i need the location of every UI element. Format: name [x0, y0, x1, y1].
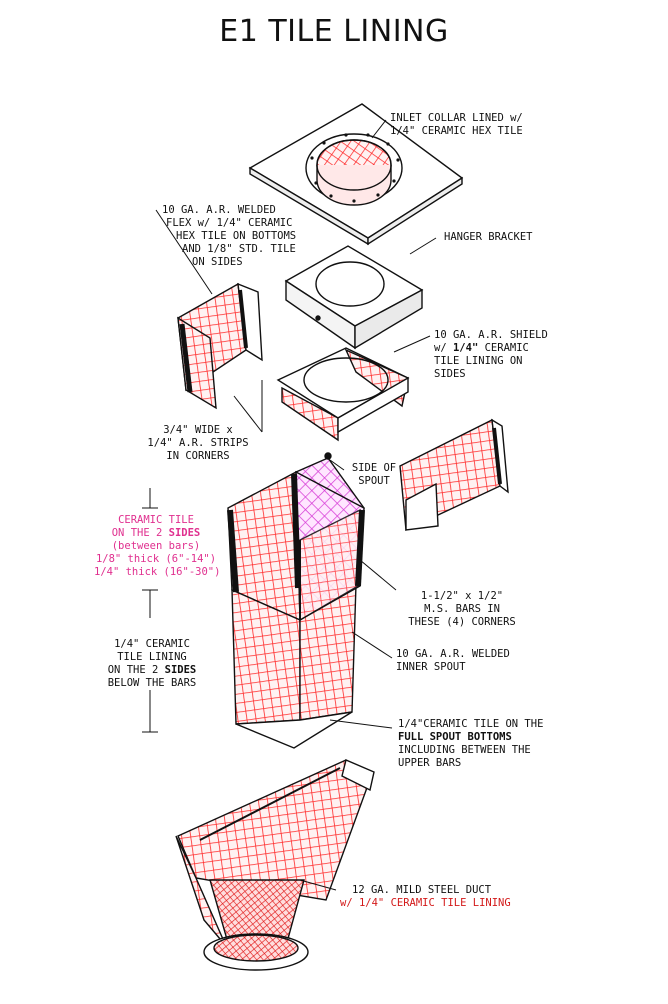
leader-duct [299, 879, 337, 891]
label-tile-lining-sides: 1/4" CERAMIC TILE LINING ON THE 2 SIDES … [107, 638, 197, 689]
label-spout-bottoms: 1/4"CERAMIC TILE ON THE FULL SPOUT BOTTO… [398, 718, 544, 769]
leader-welded-flex [155, 209, 213, 295]
drawing-title: E1 TILE LINING [219, 14, 449, 49]
label-ceramic-tile-sides: CERAMIC TILE ON THE 2 SIDES (between bar… [94, 514, 221, 578]
label-hanger-bracket: HANGER BRACKET [444, 231, 533, 243]
label-side-of-spout: SIDE OF SPOUT [351, 462, 397, 487]
hanger-bracket [284, 245, 424, 350]
side-of-spout-piece [399, 418, 509, 532]
label-strips: 3/4" WIDE x 1/4" A.R. STRIPS IN CORNERS [147, 424, 249, 462]
label-duct: 12 GA. MILD STEEL DUCT w/ 1/4" CERAMIC T… [340, 884, 511, 909]
label-inlet-collar: INLET COLLAR LINED w/ 1/4" CERAMIC HEX T… [390, 112, 523, 137]
leader-inner-spout [351, 631, 393, 659]
label-ms-bars: 1-1/2" x 1/2" M.S. BARS IN THESE (4) COR… [408, 590, 516, 628]
leader-strips-a [233, 395, 263, 433]
leader-shield [393, 335, 431, 353]
leader-side-of-spout [329, 459, 345, 471]
label-shield: 10 GA. A.R. SHIELD w/ 1/4" CERAMIC TILE … [434, 329, 548, 380]
leader-hanger-bracket [409, 237, 437, 255]
leader-ms-bars [359, 559, 397, 591]
welded-flex-section [177, 282, 263, 410]
inlet-collar-plate [248, 103, 464, 246]
inner-spout [227, 452, 366, 749]
leader-spout-bottoms [329, 719, 393, 729]
label-welded-flex: 10 GA. A.R. WELDED FLEX w/ 1/4" CERAMIC … [162, 204, 297, 268]
leader-lines [142, 119, 437, 891]
leader-inlet-collar [371, 119, 387, 139]
mild-steel-duct [175, 759, 375, 971]
shield-section [276, 347, 410, 442]
label-inner-spout: 10 GA. A.R. WELDED INNER SPOUT [396, 648, 510, 673]
